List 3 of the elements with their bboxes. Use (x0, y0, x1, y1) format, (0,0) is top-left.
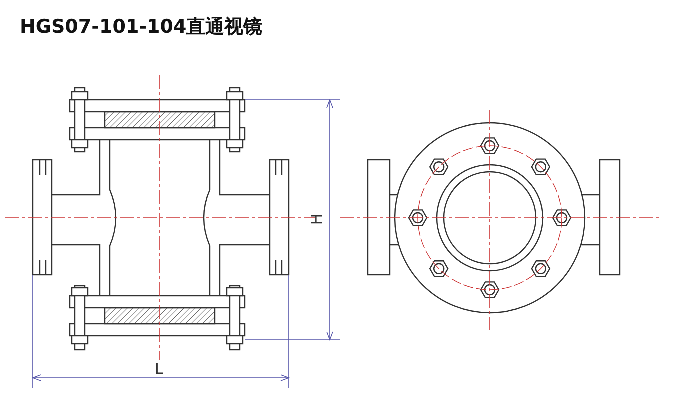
dimension-label: H (310, 214, 326, 226)
dimension-label: L (155, 362, 164, 377)
title: HGS07-101-104直通视镜 (20, 15, 263, 40)
